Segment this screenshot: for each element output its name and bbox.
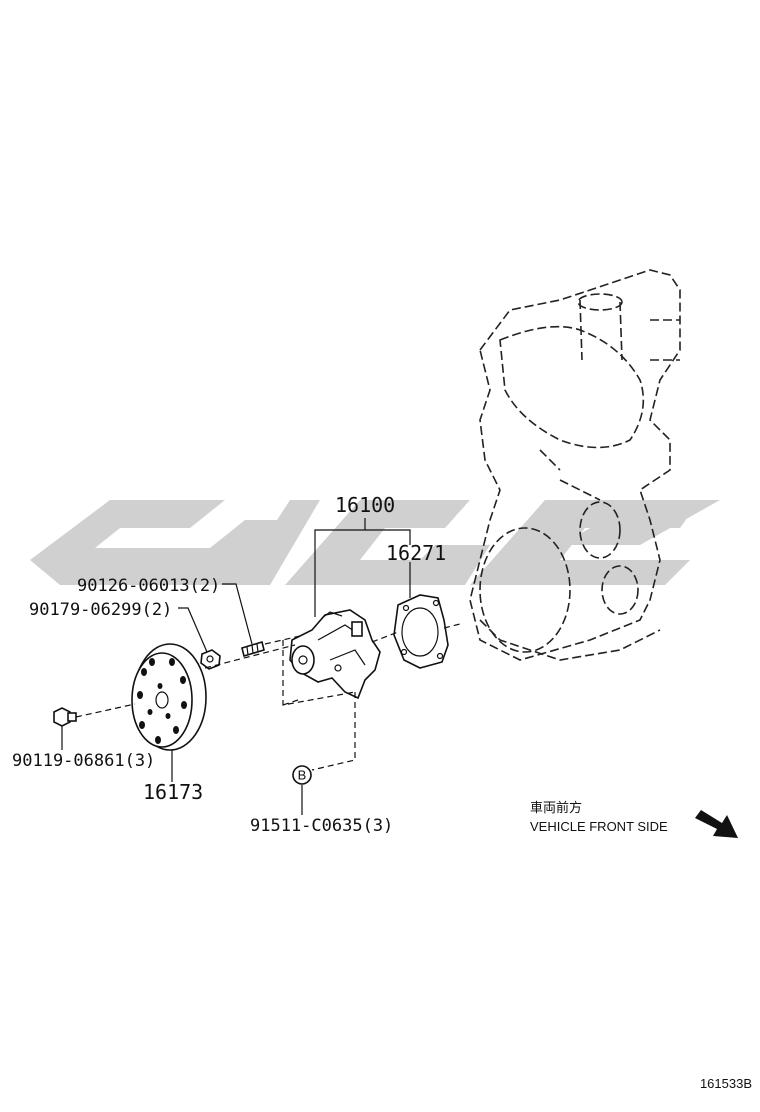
pulley-16173 xyxy=(131,643,207,751)
leader-90126 xyxy=(222,583,253,645)
label-16271: 16271 xyxy=(386,541,446,565)
diagram-id: 161533B xyxy=(700,1076,752,1091)
pulley-bolt-90119 xyxy=(53,707,77,727)
gasket-16271 xyxy=(393,594,449,669)
front-direction-arrow-icon xyxy=(695,810,738,838)
label-90179: 90179-06299(2) xyxy=(29,600,172,620)
bolt-b-marker-label: B xyxy=(298,768,307,783)
front-side-label-en: VEHICLE FRONT SIDE xyxy=(530,819,668,834)
assembly-line-bolt xyxy=(75,703,136,718)
bolt-b-marker: B xyxy=(292,765,312,785)
label-91511: 91511-C0635(3) xyxy=(250,816,393,836)
stud-bolt-90126 xyxy=(241,640,265,658)
label-90126: 90126-06013(2) xyxy=(77,576,220,596)
watermark-logo xyxy=(30,500,720,585)
engine-block-outline xyxy=(469,269,681,661)
leader-16100 xyxy=(314,529,411,617)
assembly-line-b xyxy=(311,692,356,771)
water-pump-16100 xyxy=(289,609,381,700)
front-side-label-jp: 車両前方 xyxy=(530,800,582,816)
pump-dashed-box xyxy=(282,640,356,706)
leader-90179 xyxy=(178,607,208,653)
label-16100: 16100 xyxy=(335,493,395,517)
label-16173: 16173 xyxy=(143,780,203,804)
label-90119: 90119-06861(3) xyxy=(12,751,155,771)
